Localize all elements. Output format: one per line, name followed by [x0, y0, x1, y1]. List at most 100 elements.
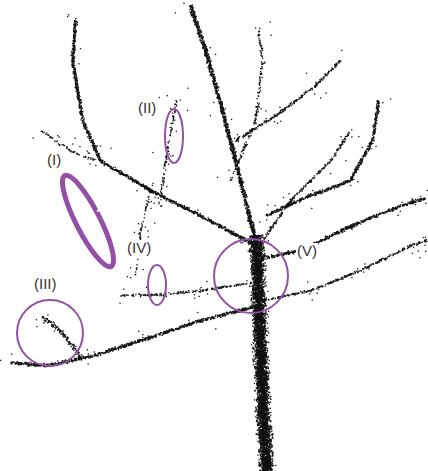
cloud-point: [265, 443, 266, 444]
cloud-point: [270, 412, 271, 413]
cloud-point: [270, 451, 271, 452]
cloud-point: [262, 461, 263, 462]
cloud-point: [261, 414, 262, 415]
cloud-point: [264, 423, 265, 424]
cloud-point: [263, 413, 264, 414]
cloud-point: [261, 403, 262, 404]
cloud-point: [269, 439, 270, 440]
cloud-point: [271, 450, 272, 451]
cloud-point: [263, 436, 264, 437]
cloud-point: [262, 467, 263, 468]
cloud-point: [265, 451, 266, 452]
cloud-point: [269, 449, 270, 450]
cloud-point: [261, 412, 262, 413]
cloud-point: [268, 435, 269, 436]
cloud-point: [267, 425, 268, 426]
cloud-point: [272, 437, 273, 438]
cloud-point: [265, 407, 266, 408]
cloud-point: [267, 460, 268, 461]
cloud-point: [264, 411, 265, 412]
cloud-point: [269, 456, 270, 457]
cloud-point: [259, 407, 260, 408]
cloud-point: [259, 422, 260, 423]
cloud-point: [258, 409, 259, 410]
cloud-point: [268, 375, 269, 376]
cloud-point: [269, 428, 270, 429]
cloud-point: [263, 455, 264, 456]
cloud-point: [261, 425, 262, 426]
cloud-point: [264, 448, 265, 449]
cloud-point: [253, 356, 254, 357]
cloud-point: [269, 431, 270, 432]
cloud-point: [267, 455, 268, 456]
cloud-point: [268, 408, 269, 409]
cloud-point: [259, 428, 260, 429]
cloud-point: [270, 469, 271, 470]
cloud-point: [261, 430, 262, 431]
cloud-point: [262, 408, 263, 409]
cloud-point: [266, 422, 267, 423]
cloud-point: [262, 437, 263, 438]
cloud-point: [265, 432, 266, 433]
cloud-point: [257, 454, 258, 455]
cloud-point: [267, 423, 268, 424]
cloud-point: [259, 463, 260, 464]
cloud-point: [268, 452, 269, 453]
cloud-point: [268, 420, 269, 421]
cloud-point: [258, 412, 259, 413]
cloud-point: [259, 415, 260, 416]
cloud-point: [272, 446, 273, 447]
cloud-point: [260, 455, 261, 456]
cloud-point: [257, 424, 258, 425]
cloud-point: [264, 405, 265, 406]
cloud-point: [261, 418, 262, 419]
cloud-point: [270, 465, 271, 466]
cloud-point: [266, 429, 267, 430]
cloud-point: [267, 348, 268, 349]
cloud-point: [270, 455, 271, 456]
cloud-point: [263, 444, 264, 445]
cloud-point: [258, 459, 259, 460]
cloud-point: [267, 453, 268, 454]
cloud-point: [264, 446, 265, 447]
cloud-point: [265, 425, 266, 426]
cloud-point: [272, 435, 273, 436]
cloud-point: [265, 340, 266, 341]
cloud-point: [260, 408, 261, 409]
cloud-point: [261, 432, 262, 433]
cloud-point: [270, 459, 271, 460]
cloud-point: [268, 416, 269, 417]
cloud-point: [269, 386, 270, 387]
cloud-point: [270, 431, 271, 432]
cloud-point: [267, 328, 268, 329]
cloud-point: [261, 416, 262, 417]
cloud-point: [269, 461, 270, 462]
cloud-point: [268, 367, 269, 368]
cloud-point: [266, 410, 267, 411]
cloud-point: [265, 416, 266, 417]
cloud-point: [266, 447, 267, 448]
cloud-point: [257, 410, 258, 411]
cloud-point: [265, 412, 266, 413]
cloud-point: [267, 407, 268, 408]
cloud-point: [268, 447, 269, 448]
cloud-point: [269, 444, 270, 445]
cloud-point: [266, 414, 267, 415]
cloud-point: [265, 456, 266, 457]
cloud-point: [252, 351, 253, 352]
cloud-point: [262, 452, 263, 453]
cloud-point: [263, 439, 264, 440]
cloud-point: [271, 428, 272, 429]
cloud-point: [257, 430, 258, 431]
cloud-point: [255, 407, 256, 408]
cloud-point: [270, 414, 271, 415]
cloud-point: [266, 436, 267, 437]
cloud-point: [272, 453, 273, 454]
cloud-point: [266, 388, 267, 389]
cloud-point: [263, 463, 264, 464]
cloud-point: [261, 440, 262, 441]
cloud-point: [259, 440, 260, 441]
cloud-point: [265, 453, 266, 454]
cloud-point: [266, 450, 267, 451]
cloud-point: [265, 418, 266, 419]
